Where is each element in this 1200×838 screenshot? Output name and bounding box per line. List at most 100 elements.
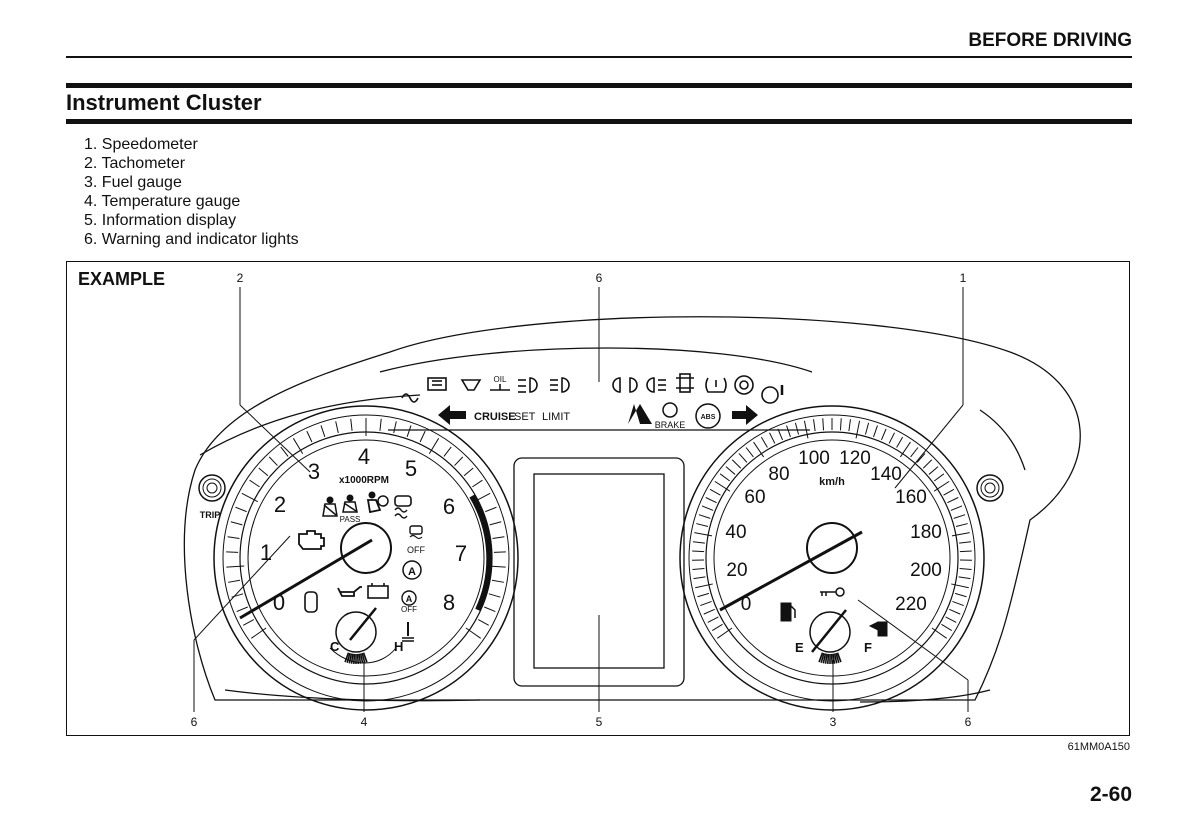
dial-tick xyxy=(352,653,356,664)
dial-tick xyxy=(692,567,705,570)
glow-plug-icon xyxy=(401,393,419,403)
dial-tick xyxy=(320,425,326,437)
coolant-temp-icon xyxy=(402,622,414,642)
dial-tick xyxy=(832,653,836,664)
dial-tick xyxy=(703,608,715,615)
dial-tick xyxy=(873,425,878,438)
speed-number: 60 xyxy=(744,487,765,508)
dial-tick xyxy=(472,479,483,488)
cruise-label: CRUISE xyxy=(474,411,516,423)
callout-6: 6 xyxy=(965,715,972,729)
header-rule xyxy=(66,56,1132,58)
dial-tick xyxy=(745,447,754,458)
fuel-empty-label: E xyxy=(795,640,804,655)
oil-label: OIL xyxy=(494,375,507,384)
position-light-icon xyxy=(612,377,638,393)
dial-tick xyxy=(443,446,452,457)
callout-1: 1 xyxy=(960,271,967,285)
pass-label: PASS xyxy=(340,515,361,524)
speed-number: 120 xyxy=(839,448,871,469)
set-label: SET xyxy=(514,411,536,423)
dial-tick xyxy=(698,514,711,519)
figure-code: 61MM0A150 xyxy=(1067,741,1130,753)
dial-tick xyxy=(933,473,945,482)
dial-tick xyxy=(393,421,397,434)
legend-list: 1. Speedometer 2. Tachometer 3. Fuel gau… xyxy=(84,135,299,249)
dial-tick xyxy=(249,479,260,488)
dial-tick xyxy=(356,653,360,664)
callout-5: 5 xyxy=(596,715,603,729)
dial-tick xyxy=(719,473,731,482)
tach-number: 5 xyxy=(405,456,417,481)
dial-tick xyxy=(959,541,972,544)
fuel-ticks xyxy=(818,652,842,664)
oil-pressure-icon xyxy=(337,586,362,597)
dial-tick xyxy=(477,619,489,626)
trip-knob xyxy=(198,474,226,502)
dial-tick xyxy=(419,430,426,443)
dial-tick xyxy=(359,653,364,664)
dial-tick xyxy=(769,432,776,444)
dial-tick xyxy=(700,600,712,607)
dial-tick xyxy=(839,418,842,431)
dial-tick xyxy=(864,422,870,435)
title-rule-top xyxy=(66,83,1132,88)
dial-tick xyxy=(951,583,969,589)
speed-number: 20 xyxy=(726,560,747,581)
callout-6: 6 xyxy=(191,715,198,729)
tach-number: 4 xyxy=(358,444,370,469)
dial-tick xyxy=(922,459,933,469)
seatbelt-icon xyxy=(322,496,338,517)
dial-tick xyxy=(235,506,247,513)
legend-item: 4. Temperature gauge xyxy=(84,193,241,210)
dial-tick xyxy=(836,652,842,663)
dial-tick xyxy=(227,536,240,540)
dial-tick xyxy=(292,438,304,454)
dial-tick xyxy=(236,606,248,613)
dial-tick xyxy=(959,550,972,553)
dial-tick xyxy=(822,418,825,431)
steering-warning-icon xyxy=(761,385,784,404)
tach-unit: x1000RPM xyxy=(339,475,389,486)
airbag-icon xyxy=(366,491,389,514)
cluster-housing xyxy=(183,316,1081,701)
dial-tick xyxy=(916,453,926,463)
tach-number: 3 xyxy=(308,459,320,484)
dial-tick xyxy=(928,466,939,475)
dial-tick xyxy=(241,492,259,503)
dial-tick xyxy=(485,506,497,513)
dial-tick xyxy=(335,421,339,434)
dial-tick xyxy=(493,551,506,553)
dial-tick xyxy=(350,653,354,664)
dial-tick xyxy=(463,467,474,477)
dial-tick xyxy=(813,419,816,432)
dial-tick xyxy=(697,592,710,598)
dial-tick xyxy=(701,505,714,511)
dial-tick xyxy=(454,456,464,466)
master-warning-icon xyxy=(628,404,652,424)
brake-label: BRAKE xyxy=(655,420,686,430)
oil-level-icon xyxy=(490,384,510,391)
dial-tick xyxy=(951,532,970,537)
dial-tick xyxy=(491,579,504,583)
dial-tick xyxy=(487,565,506,568)
dial-tick xyxy=(803,420,809,439)
dial-tick xyxy=(228,579,241,583)
dial-tick xyxy=(492,536,505,540)
low-fuel-icon xyxy=(780,602,796,622)
page-title: Instrument Cluster xyxy=(66,90,262,115)
check-engine-icon xyxy=(298,530,325,550)
legend-item: 1. Speedometer xyxy=(84,136,198,153)
temp-hot-label: H xyxy=(394,639,403,654)
speed-number: 100 xyxy=(798,448,830,469)
callout-lines xyxy=(193,287,969,712)
limit-label: LIMIT xyxy=(542,411,570,423)
title-rule-bottom xyxy=(66,119,1132,124)
dial-tick xyxy=(753,441,765,458)
dial-tick xyxy=(941,623,952,631)
dial-tick xyxy=(952,600,964,607)
dial-tick xyxy=(465,627,481,639)
dial-tick xyxy=(692,550,705,553)
dial-tick xyxy=(786,425,791,438)
